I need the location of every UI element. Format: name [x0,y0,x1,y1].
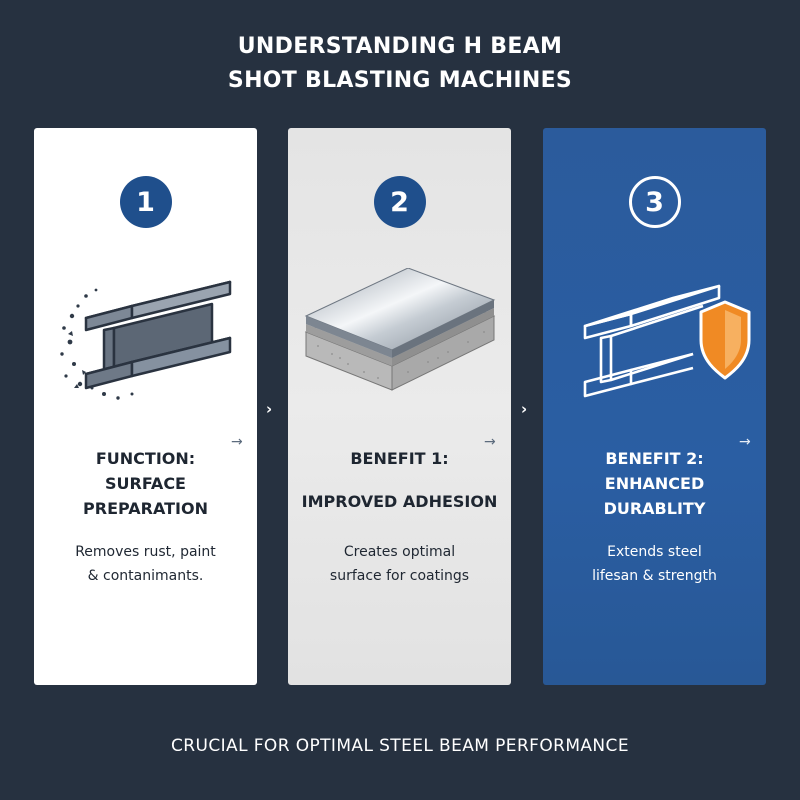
card-1-heading: FUNCTION: SURFACE PREPARATION [34,446,257,521]
step-badge-1: 1 [119,176,172,228]
card-1-desc-line-1: Removes rust, paint [75,544,216,560]
card-2-heading-line-2: IMPROVED ADHESION [301,492,498,511]
card-1-desc-line-2: & contanimants. [87,568,204,584]
step-badge-2: 2 [373,176,426,228]
card-2-desc-line-2: surface for coatings [329,568,470,584]
card-benefit-2: 3 → BENEFIT 2: ENHANCED DURABLITY E [543,128,766,685]
h-beam-blasting-icon [60,280,232,400]
card-2-description: Creates optimal surface for coatings [288,540,511,588]
page-title: UNDERSTANDING H BEAM SHOT BLASTING MACHI… [0,30,800,98]
card-3-description: Extends steel lifesan & strength [543,540,766,588]
card-function: 1 → [34,128,257,685]
card-3-heading-line-2: ENHANCED [604,474,705,493]
card-3-heading-line-3: DURABLITY [603,499,706,518]
card-3-desc-line-1: Extends steel [607,544,702,560]
h-beam-shield-icon [583,284,751,398]
separator-arrow-2: › [521,400,528,418]
title-line-1: UNDERSTANDING H BEAM [237,34,563,59]
card-1-heading-line-2: SURFACE [105,474,186,493]
step-badge-3: 3 [628,176,681,228]
card-benefit-1: 2 → BENEFIT 1: IMPRO [288,128,511,685]
card-2-heading: BENEFIT 1: IMPROVED ADHESION [288,446,511,514]
next-arrow-1: → [231,434,243,450]
card-3-heading: BENEFIT 2: ENHANCED DURABLITY [543,446,766,521]
card-1-description: Removes rust, paint & contanimants. [34,540,257,588]
card-1-heading-line-3: PREPARATION [83,499,208,518]
card-1-heading-line-1: FUNCTION: [95,449,196,468]
card-3-heading-line-1: BENEFIT 2: [605,449,704,468]
card-2-heading-line-1: BENEFIT 1: [350,449,449,468]
card-2-desc-line-1: Creates optimal [343,544,456,560]
separator-arrow-1: › [266,400,273,418]
card-3-desc-line-2: lifesan & strength [592,568,717,584]
footer-tagline: CRUCIAL FOR OPTIMAL STEEL BEAM PERFORMAN… [171,736,629,756]
next-arrow-2: → [484,434,496,450]
steel-plate-layers-icon [304,268,496,391]
next-arrow-3: → [739,434,751,450]
title-line-2: SHOT BLASTING MACHINES [227,68,573,93]
